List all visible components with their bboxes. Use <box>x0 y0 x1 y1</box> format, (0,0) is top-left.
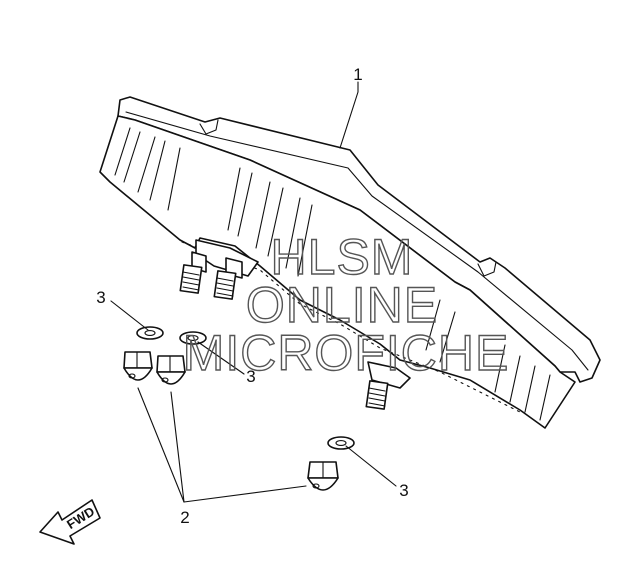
watermark-line-2: ONLINE <box>246 277 438 333</box>
watermark-line-1: HLSM <box>271 229 414 285</box>
callout-1: 1 <box>353 65 362 84</box>
watermark-line-3: MICROFICHE <box>183 325 510 381</box>
washer-right <box>327 436 355 450</box>
stud-left <box>179 251 207 294</box>
leader-lines <box>110 81 397 503</box>
watermark: HLSM ONLINE MICROFICHE <box>182 228 510 381</box>
acorn-nut-middle <box>156 355 186 385</box>
stud-middle <box>213 257 243 300</box>
washer-left <box>136 326 164 340</box>
washer-middle <box>179 331 207 345</box>
callout-3-right: 3 <box>399 481 408 500</box>
callout-3-left: 3 <box>96 288 105 307</box>
callout-2: 2 <box>180 508 189 527</box>
stud-right <box>365 380 389 410</box>
callout-3-middle: 3 <box>246 367 255 386</box>
acorn-nut-left <box>123 351 153 381</box>
fwd-direction-arrow: FWD <box>39 499 101 545</box>
acorn-nut-right <box>307 461 339 491</box>
